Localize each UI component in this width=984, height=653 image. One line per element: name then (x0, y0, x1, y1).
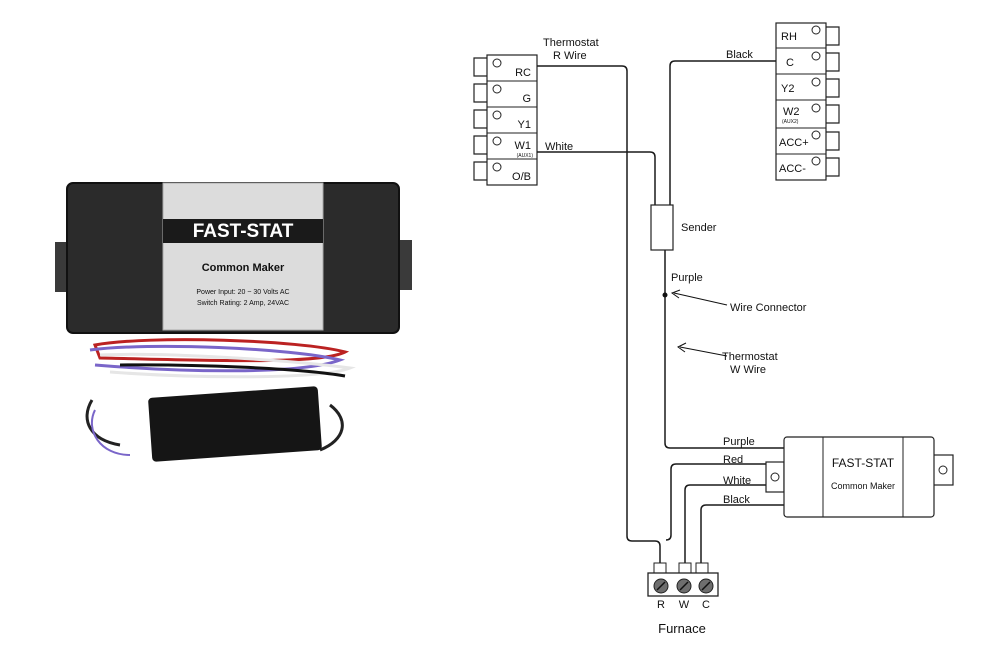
thermostat-terminal-block: RC G Y1 W1 (AUX1) O/B (473, 54, 538, 186)
wire-purple (89, 344, 346, 373)
label-thermostat-w-2: W Wire (730, 364, 766, 376)
screw-icon (811, 25, 821, 35)
module-diagram: FAST-STAT Common Maker (765, 436, 954, 518)
label-purple: Purple (671, 272, 703, 284)
terminal-w2-sub: (AUX2) (782, 119, 799, 125)
spec-power: Power Input: 20 ~ 30 Volts AC (196, 289, 289, 296)
arrow-head-icon (677, 342, 687, 353)
screw-icon (492, 84, 502, 94)
wire-loop-purple (90, 409, 131, 456)
terminal-rc: RC (515, 67, 531, 79)
wire-black-c (669, 60, 776, 205)
screw-icon (492, 58, 502, 68)
label-thermostat-r-2: R Wire (553, 50, 587, 62)
product-photo: FAST-STAT Common Maker Power Input: 20 ~… (55, 182, 412, 462)
thermostat-tabs (473, 57, 487, 181)
furnace-terminal-c: C (702, 599, 710, 611)
callout-arrows (670, 289, 728, 357)
terminal-acc-plus: ACC+ (779, 137, 809, 149)
label-black-lower: Black (723, 494, 750, 506)
wire-white-w1 (537, 151, 656, 205)
right-block-body (775, 22, 827, 181)
furnace-label: Furnace (658, 621, 706, 636)
screw-icon (811, 130, 821, 140)
screw-icon (811, 103, 821, 113)
terminal-w1: W1 (515, 140, 532, 152)
wire-red (92, 338, 350, 363)
label-black-top: Black (726, 49, 753, 61)
wire-black (119, 363, 346, 378)
label-purple-lower: Purple (723, 436, 755, 448)
terminal-y1: Y1 (518, 119, 531, 131)
terminal-w2: W2 (783, 106, 800, 118)
label-wire-connector: Wire Connector (730, 302, 807, 314)
wire-loops (85, 399, 344, 452)
sender-box (650, 204, 674, 251)
furnace-terminal: R W C Furnace (647, 562, 719, 636)
module-body (783, 436, 935, 518)
spec-switch: Switch Rating: 2 Amp, 24VAC (197, 300, 289, 307)
screw-icon (811, 51, 821, 61)
wire-purple (664, 250, 785, 449)
brand-text: FAST-STAT (193, 221, 294, 242)
label-red: Red (723, 454, 743, 466)
wire-white (684, 484, 785, 566)
wire-thermostat-r (537, 65, 661, 566)
terminal-y2: Y2 (781, 83, 794, 95)
arrow-head-icon (670, 289, 681, 299)
label-thermostat-r-1: Thermostat (543, 37, 599, 49)
screw-icon (492, 110, 502, 120)
label-white-lower: White (723, 475, 751, 487)
arrow-wire-connector (673, 292, 728, 306)
screw-icon (492, 162, 502, 172)
terminal-w1-sub: (AUX1) (517, 153, 534, 159)
wire-black (700, 504, 785, 566)
screw-icon (811, 156, 821, 166)
module-title: FAST-STAT (832, 456, 895, 470)
terminal-ob: O/B (512, 171, 531, 183)
wire-white (99, 352, 356, 379)
brand-bar (163, 219, 323, 243)
wiring (537, 60, 785, 566)
furnace-terminal-r: R (657, 599, 665, 611)
right-tabs (826, 26, 840, 177)
screw-icon (938, 465, 948, 475)
terminal-c: C (786, 57, 794, 69)
terminal-rh: RH (781, 31, 797, 43)
wire-connector-dot (662, 292, 668, 298)
screw-icon (770, 472, 780, 482)
terminal-acc-minus: ACC- (779, 163, 806, 175)
right-terminal-block: RH C Y2 W2 (AUX2) ACC+ ACC- (775, 22, 840, 181)
sender-block (148, 386, 322, 462)
arrow-thermostat-w (679, 346, 728, 357)
module-subtitle: Common Maker (831, 481, 895, 491)
wire-labels: Thermostat R Wire White Black Sender Pur… (543, 37, 807, 506)
label-thermostat-w-1: Thermostat (722, 351, 778, 363)
screw-icon (492, 136, 502, 146)
furnace-terminal-w: W (679, 599, 690, 611)
label-white: White (545, 141, 573, 153)
module-label (162, 182, 324, 331)
wire-red (665, 463, 785, 541)
terminal-g: G (522, 93, 531, 105)
model-text: Common Maker (202, 262, 285, 274)
screw-icon (811, 77, 821, 87)
label-sender: Sender (681, 222, 717, 234)
